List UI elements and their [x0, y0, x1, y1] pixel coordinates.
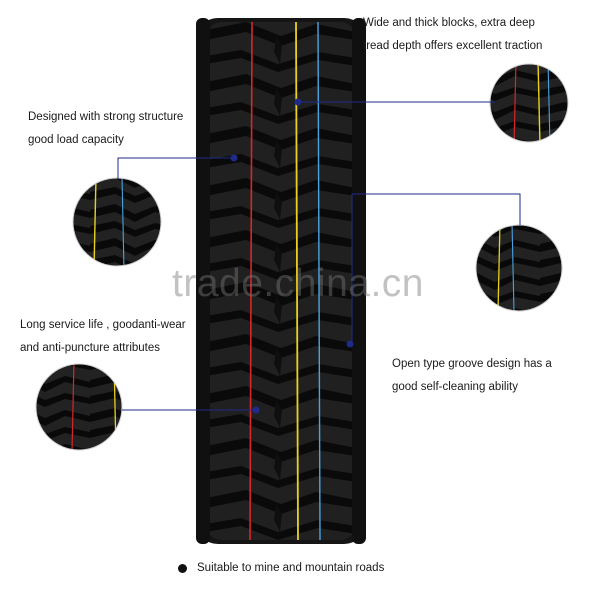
- blue-stripe: [317, 22, 321, 540]
- detail-circle-upper-left: [72, 177, 162, 267]
- callout-lower-left-line2: and anti-puncture attributes: [20, 342, 161, 354]
- yellow-stripe: [295, 22, 299, 540]
- detail-circle-lower-left: [35, 363, 123, 451]
- callout-lower-left-line1: Long service life , goodanti-wear: [20, 319, 186, 331]
- callout-lower-left: Long service life , goodanti-wear and an…: [20, 314, 186, 360]
- footer-text: Suitable to mine and mountain roads: [197, 562, 385, 574]
- callout-mid-right-line2: good self-cleaning ability: [392, 381, 518, 393]
- callout-lines: [117, 101, 521, 411]
- callout-top-right-line2: tread depth offers excellent traction: [363, 40, 543, 52]
- tire-body: [196, 18, 366, 544]
- callout-upper-left-line1: Designed with strong structure: [28, 111, 184, 123]
- callout-mid-right-line1: Open type groove design has a: [392, 358, 552, 370]
- detail-circle-top-right: [489, 63, 569, 143]
- callout-upper-left: Designed with strong structure good load…: [28, 106, 183, 152]
- callout-upper-left-line2: good load capacity: [28, 134, 124, 146]
- bullet-dot-icon: [178, 563, 187, 573]
- footer-note: Suitable to mine and mountain roads: [178, 562, 384, 574]
- detail-circle-mid-right: [475, 224, 563, 312]
- red-stripe: [249, 22, 253, 540]
- callout-top-right: Wide and thick blocks, extra deep tread …: [363, 12, 542, 58]
- callout-top-right-line1: Wide and thick blocks, extra deep: [363, 17, 535, 29]
- callout-dots: [230, 98, 354, 414]
- callout-mid-right: Open type groove design has a good self-…: [392, 353, 552, 399]
